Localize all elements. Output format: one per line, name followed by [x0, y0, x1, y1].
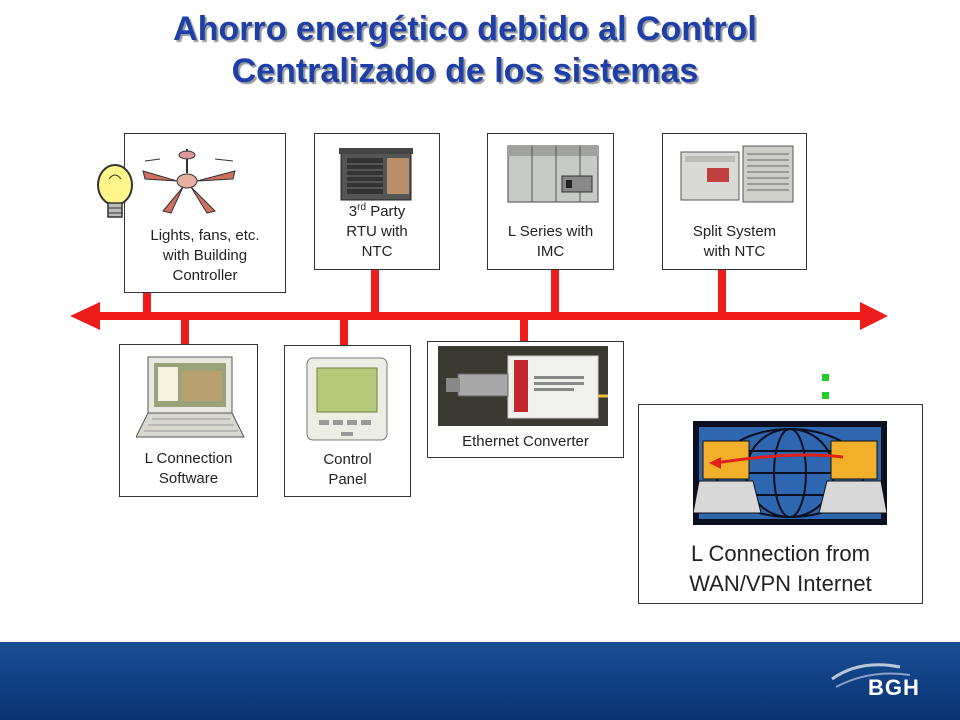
l-series-unit-icon: [507, 145, 599, 203]
page-title: Ahorro energético debido al Control Cent…: [0, 8, 930, 92]
device-software-label: L Connection Software: [144, 450, 233, 487]
device-ethernet-label: Ethernet Converter: [462, 433, 589, 450]
device-ethernet: Ethernet Converter: [427, 341, 624, 458]
rooftop-unit-icon: [339, 148, 413, 201]
device-panel: Control Panel: [284, 345, 411, 497]
title-line-2: Centralizado de los sistemas: [231, 52, 699, 90]
connector-software: [181, 316, 189, 344]
device-lights: Lights, fans, etc. with Building Control…: [97, 133, 286, 293]
control-panel-icon: [306, 357, 388, 441]
connector-panel: [340, 316, 348, 346]
device-panel-label: Control Panel: [323, 451, 372, 488]
device-rtu: 3rd Party RTU with NTC: [314, 133, 440, 270]
split-system-icon: [680, 145, 794, 203]
laptop-icon: [136, 356, 245, 438]
title-line-1: Ahorro energético debido al Control: [173, 10, 757, 48]
network-bus: [70, 302, 888, 330]
device-lseries: L Series with IMC: [487, 133, 614, 270]
connector-split: [718, 270, 726, 316]
bgh-logo: BGH: [830, 657, 930, 705]
device-rtu-label: 3rd Party RTU with NTC: [346, 202, 408, 260]
connector-lights: [143, 292, 151, 316]
footer-bar: BGH: [0, 642, 960, 720]
connector-rtu: [371, 268, 379, 316]
lightbulb-fan-icon: [97, 149, 236, 218]
device-split-label: Split System with NTC: [692, 223, 777, 260]
device-software: L Connection Software: [119, 344, 258, 497]
connector-ethernet: [520, 316, 528, 342]
rtu-ordinal: 3: [348, 203, 358, 220]
remote-laptops-icon: [693, 421, 887, 525]
continuation-dots: [822, 374, 829, 399]
remote-connection: L Connection from WAN/VPN Internet: [638, 404, 923, 604]
rtu-party: Party: [366, 203, 406, 220]
remote-connection-label: L Connection from WAN/VPN Internet: [689, 541, 872, 596]
device-lseries-label: L Series with IMC: [507, 223, 594, 260]
bgh-logo-mark: [831, 663, 911, 688]
device-split: Split System with NTC: [662, 133, 807, 270]
rtu-ordinal-suffix: rd: [357, 202, 367, 213]
connector-lseries: [551, 270, 559, 316]
ethernet-converter-icon: [438, 346, 608, 426]
device-lights-label: Lights, fans, etc. with Building Control…: [150, 227, 260, 284]
bgh-logo-text: BGH: [868, 675, 920, 700]
